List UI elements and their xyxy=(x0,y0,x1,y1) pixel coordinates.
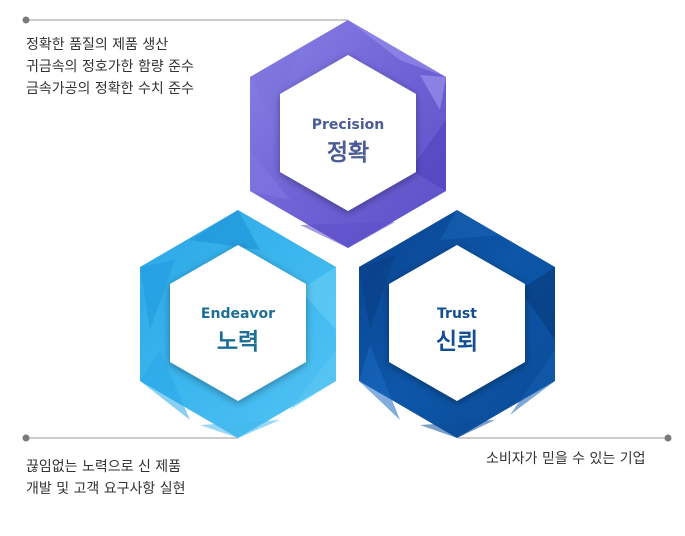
connector-endeavor xyxy=(22,434,238,442)
hexagon-trust-inner xyxy=(389,245,525,401)
hexagon-endeavor: Endeavor 노력 xyxy=(140,210,336,438)
connector-trust xyxy=(458,434,672,442)
hexagon-endeavor-ko: 노력 xyxy=(217,329,259,355)
note-line: 정확한 품질의 제품 생산 xyxy=(26,37,169,53)
note-line: 개발 및 고객 요구사항 실현 xyxy=(26,481,186,497)
hexagon-trust: Trust 신뢰 xyxy=(359,210,555,438)
hexagon-trust-en: Trust xyxy=(437,306,477,322)
hexagon-endeavor-facets xyxy=(140,210,336,438)
note-endeavor: 끊임없는 노력으로 신 제품 개발 및 고객 요구사항 실현 xyxy=(26,456,185,500)
hexagon-precision-en: Precision xyxy=(312,117,384,133)
note-line: 소비자가 믿을 수 있는 기업 xyxy=(486,451,646,467)
note-trust: 소비자가 믿을 수 있는 기업 xyxy=(486,448,645,470)
hexagon-endeavor-en: Endeavor xyxy=(201,306,275,322)
hexagon-precision-ko: 정확 xyxy=(327,140,369,166)
hexagon-precision: Precision 정확 xyxy=(250,20,446,248)
hexagon-precision-facets xyxy=(250,20,446,248)
note-line: 금속가공의 정확한 수치 준수 xyxy=(26,81,194,97)
note-precision: 정확한 품질의 제품 생산 귀금속의 정호가한 함량 준수 금속가공의 정확한 … xyxy=(26,34,194,100)
note-line: 귀금속의 정호가한 함량 준수 xyxy=(26,59,194,75)
connector-precision xyxy=(22,16,348,24)
hexagon-trust-facets xyxy=(359,210,555,438)
hexagon-precision-inner xyxy=(280,55,416,211)
hexagon-endeavor-inner xyxy=(170,245,306,401)
hexagon-trust-ko: 신뢰 xyxy=(436,329,478,355)
note-line: 끊임없는 노력으로 신 제품 xyxy=(26,459,182,475)
